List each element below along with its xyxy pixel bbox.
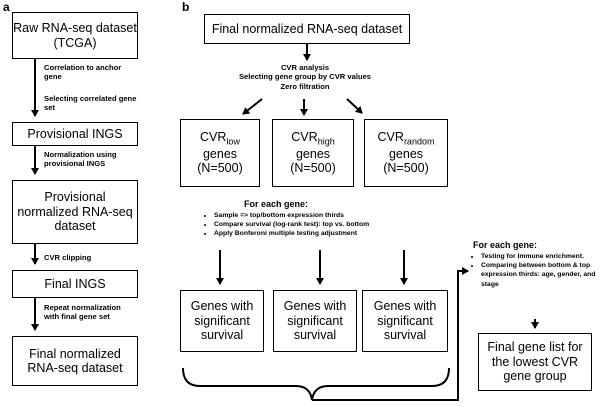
arrow-to-right (312, 267, 469, 401)
final-ings-box: Final INGS (12, 270, 138, 298)
cvr-random-n: (N=500) (383, 161, 429, 176)
panel-a-label: a (3, 0, 10, 14)
cvr-high-name: CVR (291, 130, 318, 145)
raw-dataset-box: Raw RNA-seq dataset (TCGA) (12, 12, 138, 59)
final-gene-list-box: Final gene list for the lowest CVR gene … (478, 333, 592, 391)
gene-step-1: Sample => top/bottom expression thirds (214, 211, 455, 220)
cvr-high-genes: genes (295, 147, 331, 162)
cvr-low-sub: low (226, 136, 240, 147)
provisional-ings-box: Provisional INGS (12, 122, 138, 146)
final-normalized-box-b: Final normalized RNA-seq dataset (204, 14, 410, 44)
for-each-gene-list: Sample => top/bottom expression thirds C… (205, 211, 455, 239)
cvr-step-2: Selecting gene group by CVR values (238, 72, 372, 82)
cvr-high-sub: high (317, 136, 335, 147)
right-step-2: Comparing between bottom & top expressio… (481, 261, 596, 289)
cvr-high-box: CVRhigh genes (N=500) (272, 119, 354, 187)
cvr-random-box: CVRrandom genes (N=500) (364, 119, 448, 187)
sig-survival-box-random: Genes with significant survival (362, 290, 448, 352)
step-repeat-normalization: Repeat normalization with final gene set (44, 303, 121, 322)
provisional-normalized-box: Provisional normalized RNA-seq dataset (12, 180, 138, 244)
cvr-step-3: Zero filtration (280, 81, 330, 91)
for-each-gene-title: For each gene: (244, 199, 309, 209)
step-cvr-clipping: CVR clipping (44, 253, 92, 262)
cvr-random-genes: genes (388, 147, 424, 162)
cvr-steps: CVR analysis Selecting gene group by CVR… (230, 63, 380, 91)
cvr-low-box: CVRlow genes (N=500) (180, 119, 260, 187)
arrow-b-right (346, 98, 363, 114)
sig-survival-box-low: Genes with significant survival (180, 290, 264, 352)
final-normalized-box-a: Final normalized RNA-seq dataset (12, 336, 138, 386)
sig-survival-box-high: Genes with significant survival (273, 290, 357, 352)
cvr-low-n: (N=500) (197, 161, 243, 176)
cvr-low-genes: genes (202, 147, 238, 162)
cvr-low-title: CVRlow (200, 130, 240, 147)
panel-b-label: b (182, 0, 190, 14)
gene-step-2: Compare survival (log-rank test): top vs… (214, 220, 455, 229)
gene-step-3: Apply Bonferoni multiple testing adjustm… (214, 229, 455, 238)
cvr-high-n: (N=500) (290, 161, 336, 176)
cvr-low-name: CVR (200, 130, 227, 145)
cvr-step-1: CVR analysis (280, 63, 330, 72)
cvr-high-title: CVRhigh (291, 130, 334, 147)
right-for-each-gene-title: For each gene: (473, 240, 538, 250)
step-normalization: Normalization using provisional INGS (44, 150, 117, 169)
step-correlation: Correlation to anchor gene (44, 63, 122, 82)
arrow-b-left (242, 98, 263, 115)
right-for-each-gene-list: Testing for Immune enrichment. Comparing… (472, 252, 596, 289)
cvr-random-sub: random (403, 136, 435, 147)
brace (182, 367, 450, 401)
step-selecting: Selecting correlated gene set (44, 94, 137, 113)
right-step-1: Testing for Immune enrichment. (481, 252, 596, 261)
cvr-random-title: CVRrandom (378, 130, 435, 147)
cvr-random-name: CVR (377, 130, 404, 145)
